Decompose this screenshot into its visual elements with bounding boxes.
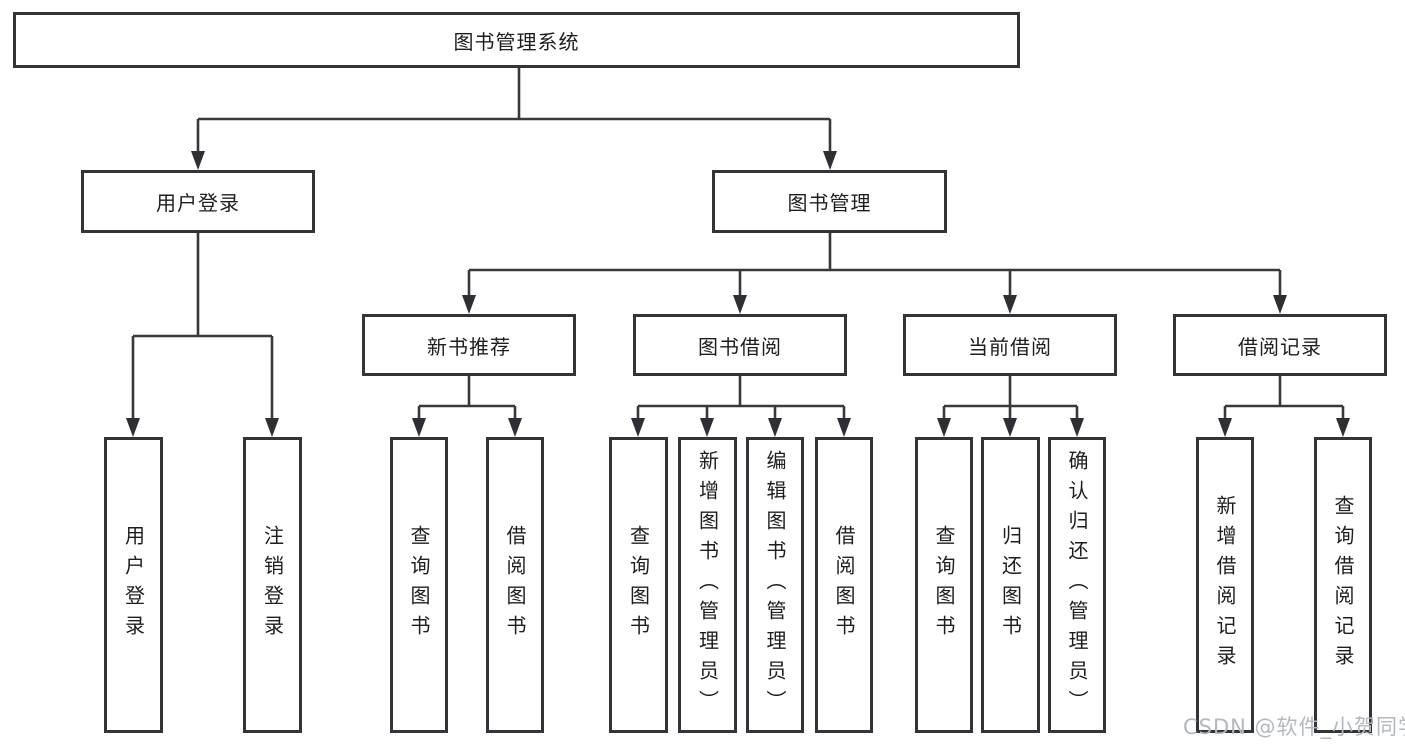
leaf-borrowing-edit-books-admin: 编辑图书（管理员） [746, 437, 804, 733]
leaf-records-add-borrow-record: 新增借阅记录 [1196, 437, 1254, 733]
leaf-current-return-books: 归还图书 [981, 437, 1040, 733]
leaf-borrowing-add-books-admin: 新增图书（管理员） [678, 437, 737, 733]
csdn-watermark: CSDN @软件_小贺同学 [1183, 715, 1405, 739]
node-book-management: 图书管理 [712, 170, 947, 233]
leaf-recommend-query-books: 查询图书 [390, 437, 448, 733]
leaf-records-query-borrow-record: 查询借阅记录 [1314, 437, 1372, 733]
leaf-current-query-books: 查询图书 [915, 437, 973, 733]
leaf-user-login: 用户登录 [104, 437, 163, 733]
leaf-logout: 注销登录 [243, 437, 302, 733]
node-new-book-recommendation: 新书推荐 [362, 314, 576, 376]
leaf-borrowing-borrow-books: 借阅图书 [815, 437, 873, 733]
node-current-borrowing: 当前借阅 [903, 314, 1117, 376]
node-borrowing-records: 借阅记录 [1173, 314, 1387, 376]
leaf-recommend-borrow-books: 借阅图书 [486, 437, 544, 733]
node-library-management-system: 图书管理系统 [13, 12, 1020, 68]
node-user-login: 用户登录 [81, 170, 315, 233]
node-book-borrowing: 图书借阅 [633, 314, 847, 376]
leaf-current-confirm-return-admin: 确认归还（管理员） [1048, 437, 1106, 733]
leaf-borrowing-query-books: 查询图书 [609, 437, 668, 733]
